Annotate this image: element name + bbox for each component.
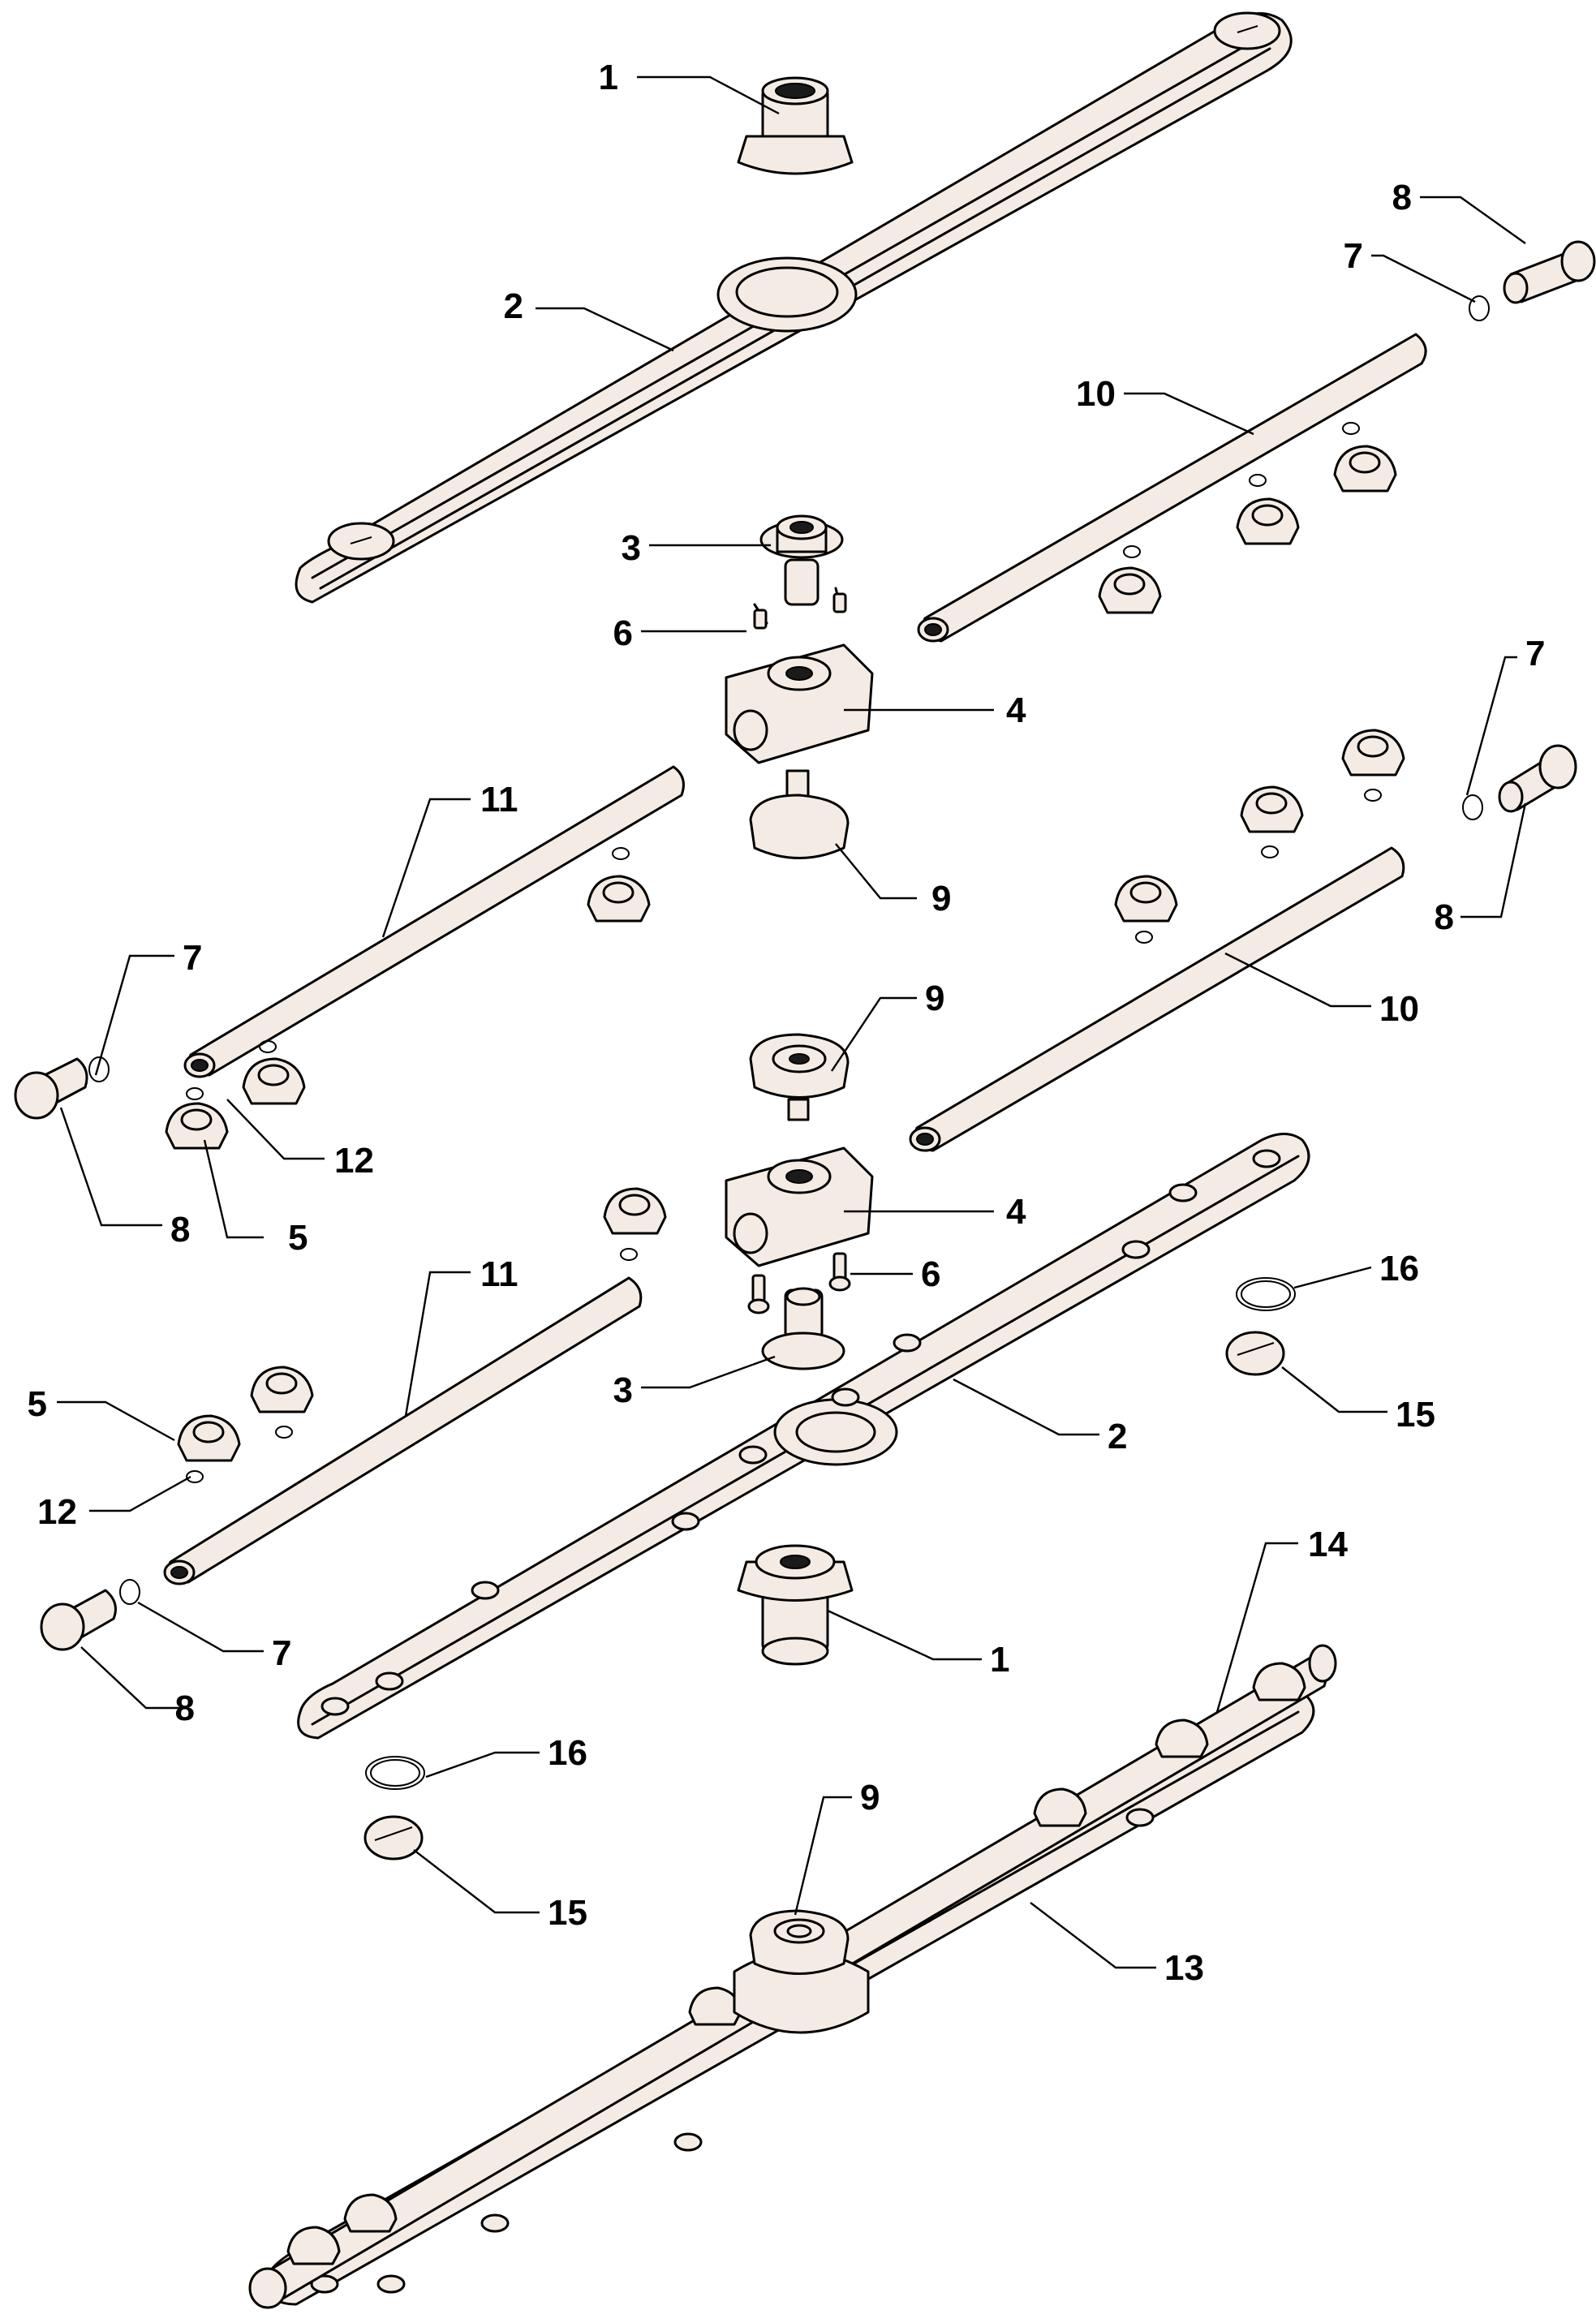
lower-hub-assembly	[725, 1033, 874, 1370]
callout-6-top: 6	[613, 613, 633, 653]
end-cap-top-right	[1469, 240, 1596, 321]
end-cap-lower-left	[40, 1579, 140, 1651]
callout-7-right-top: 7	[1344, 236, 1363, 276]
callout-4-top: 4	[1006, 690, 1026, 730]
callout-1-top: 1	[599, 58, 618, 97]
spray-tube-lower-left	[163, 1276, 643, 1585]
callout-8-right-top: 8	[1392, 178, 1412, 217]
callout-8-left-top: 8	[170, 1210, 190, 1250]
callout-9-middle: 9	[925, 979, 944, 1018]
callout-9-bottom: 9	[860, 1778, 880, 1818]
callout-6-middle: 6	[921, 1254, 940, 1294]
lower-spray-arm	[297, 1133, 1310, 1740]
callout-9-top: 9	[931, 879, 951, 918]
spray-tube-upper-right	[917, 333, 1427, 643]
callout-15-left: 15	[548, 1893, 587, 1933]
bottom-hub	[733, 1909, 870, 2034]
callout-3-top: 3	[622, 528, 641, 568]
callout-12-lower: 12	[37, 1492, 77, 1532]
callout-10-middle: 10	[1379, 989, 1419, 1029]
leader-lines	[57, 75, 1527, 1969]
seal-and-cap-left	[364, 1756, 425, 1861]
callout-labels: 1 2 3 6 4 9 11 7 8 12 5 10 7 8 8 7 10 9 …	[28, 58, 1546, 1988]
callout-8-lower: 8	[175, 1688, 195, 1728]
callout-7-left-top: 7	[183, 938, 202, 978]
callout-2-top: 2	[504, 286, 523, 326]
callout-7-right-middle: 7	[1525, 634, 1545, 673]
clip-group-top-right	[1098, 422, 1397, 614]
callout-15-right: 15	[1396, 1395, 1435, 1435]
callout-12-top: 12	[334, 1141, 374, 1181]
callout-16-left: 16	[548, 1733, 587, 1773]
hub-nut-lower	[737, 1544, 854, 1666]
end-cap-upper-left	[14, 1056, 110, 1120]
clip-group-middle-right	[1114, 729, 1405, 944]
callout-1-lower: 1	[990, 1640, 1009, 1680]
spray-tube-middle-right	[909, 846, 1405, 1152]
callout-5-lower: 5	[28, 1384, 47, 1424]
callout-2-middle: 2	[1108, 1417, 1127, 1456]
callout-10-top: 10	[1076, 374, 1116, 414]
upper-hub-assembly	[725, 514, 874, 859]
upper-spray-arm	[295, 11, 1293, 604]
callout-7-lower: 7	[272, 1633, 291, 1673]
callout-14-bottom: 14	[1308, 1525, 1348, 1564]
callout-11-middle: 11	[480, 1254, 518, 1294]
callout-8-right-middle: 8	[1435, 897, 1454, 937]
seal-and-cap-right	[1225, 1277, 1296, 1376]
end-cap-middle-right	[1462, 744, 1577, 820]
callout-13-bottom: 13	[1164, 1948, 1204, 1988]
callout-5-top: 5	[288, 1218, 308, 1258]
clip-group-lower-left	[177, 1187, 667, 1483]
callout-3-middle: 3	[613, 1370, 633, 1410]
spray-tube-upper-left	[183, 765, 685, 1078]
callout-4-middle: 4	[1006, 1192, 1026, 1232]
callout-16-right: 16	[1379, 1249, 1419, 1288]
callout-11-top: 11	[480, 780, 518, 820]
hub-nut-top	[737, 76, 854, 175]
clip-group-upper-left	[165, 847, 651, 1150]
